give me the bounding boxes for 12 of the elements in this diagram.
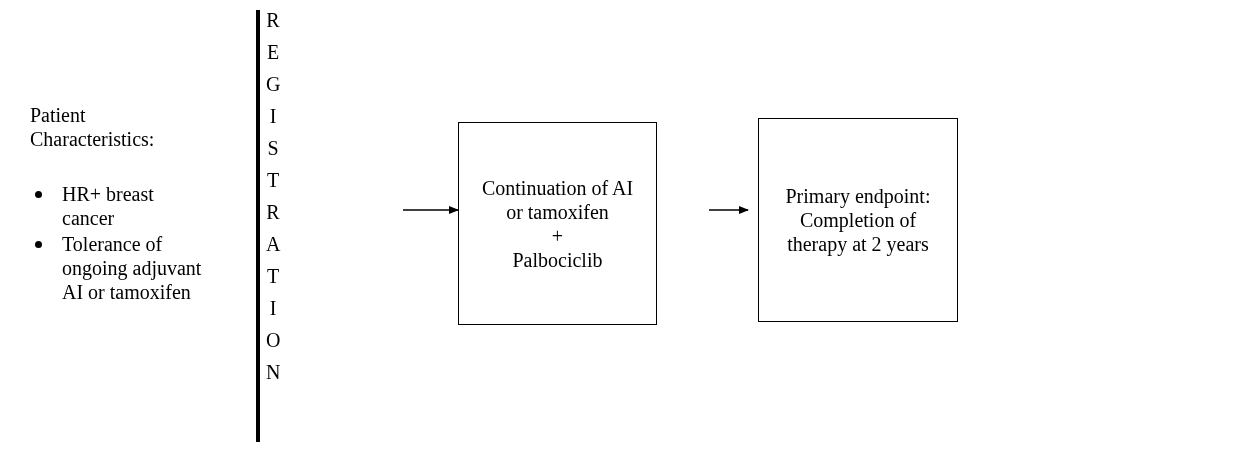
process-box	[758, 118, 958, 322]
vertical-label: REGISTRATION	[266, 4, 280, 388]
box-text: Palbociclib	[512, 247, 603, 272]
box-text: Primary endpoint: Completion of therapy at 2 years	[784, 184, 932, 256]
text-label: Patient Characteristics:	[30, 103, 156, 151]
process-box	[458, 122, 657, 325]
box-text: Continuation of AI or tamoxifen	[480, 175, 635, 224]
arrow	[708, 206, 749, 214]
box-text: +	[551, 223, 564, 248]
bullet-item: Tolerance of ongoing adjuvant AI or tamoxifen	[62, 232, 203, 304]
arrow	[402, 206, 459, 214]
bullet-item: HR+ breast cancer	[62, 182, 155, 230]
